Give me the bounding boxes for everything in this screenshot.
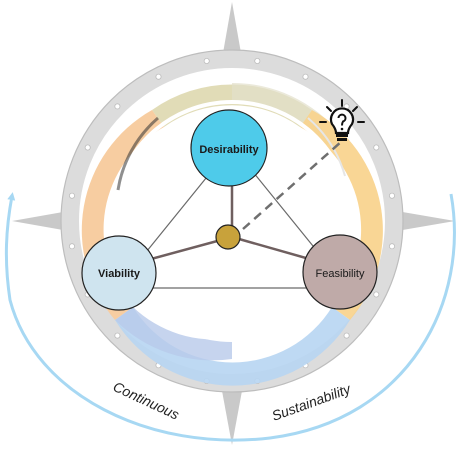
segment-bottom-left [115,307,232,361]
node-feasibility: Feasibility [302,234,378,310]
ring-dot [69,243,76,250]
inner-track [111,100,353,342]
ring-dot [114,332,121,339]
node-desirability: Desirability [190,109,268,187]
ring-dot [69,192,76,199]
segment-bottom [115,307,350,386]
ring-dot [388,243,395,250]
ring-dot [373,291,380,298]
track-shadow-left [116,116,159,191]
node-viability: Viability [81,235,157,311]
feasibility-circle [302,234,378,310]
dashed-connector-idea [242,140,343,230]
ring-dot [254,58,261,65]
ring-dot [388,192,395,199]
ring-dot [343,332,350,339]
ring-dot [302,73,309,80]
ring-dot [155,73,162,80]
ring-dot [114,103,121,110]
lightbulb-question-icon [319,99,365,141]
desirability-circle [190,109,268,187]
outer-ring-edge [60,49,404,393]
feasibility-label: Feasibility [316,268,365,280]
continuous-text: Continuous [111,378,182,422]
viability-label: Viability [98,268,141,280]
compass-point-south [220,380,244,445]
ring-dot [84,144,91,151]
ring-dot [373,144,380,151]
viability-circle [81,235,157,311]
center-node [215,224,241,250]
cycle-arrow [4,192,456,442]
ring-dot [203,58,210,65]
desirability-label: Desirability [199,144,259,156]
track-shadow-right [307,117,346,177]
